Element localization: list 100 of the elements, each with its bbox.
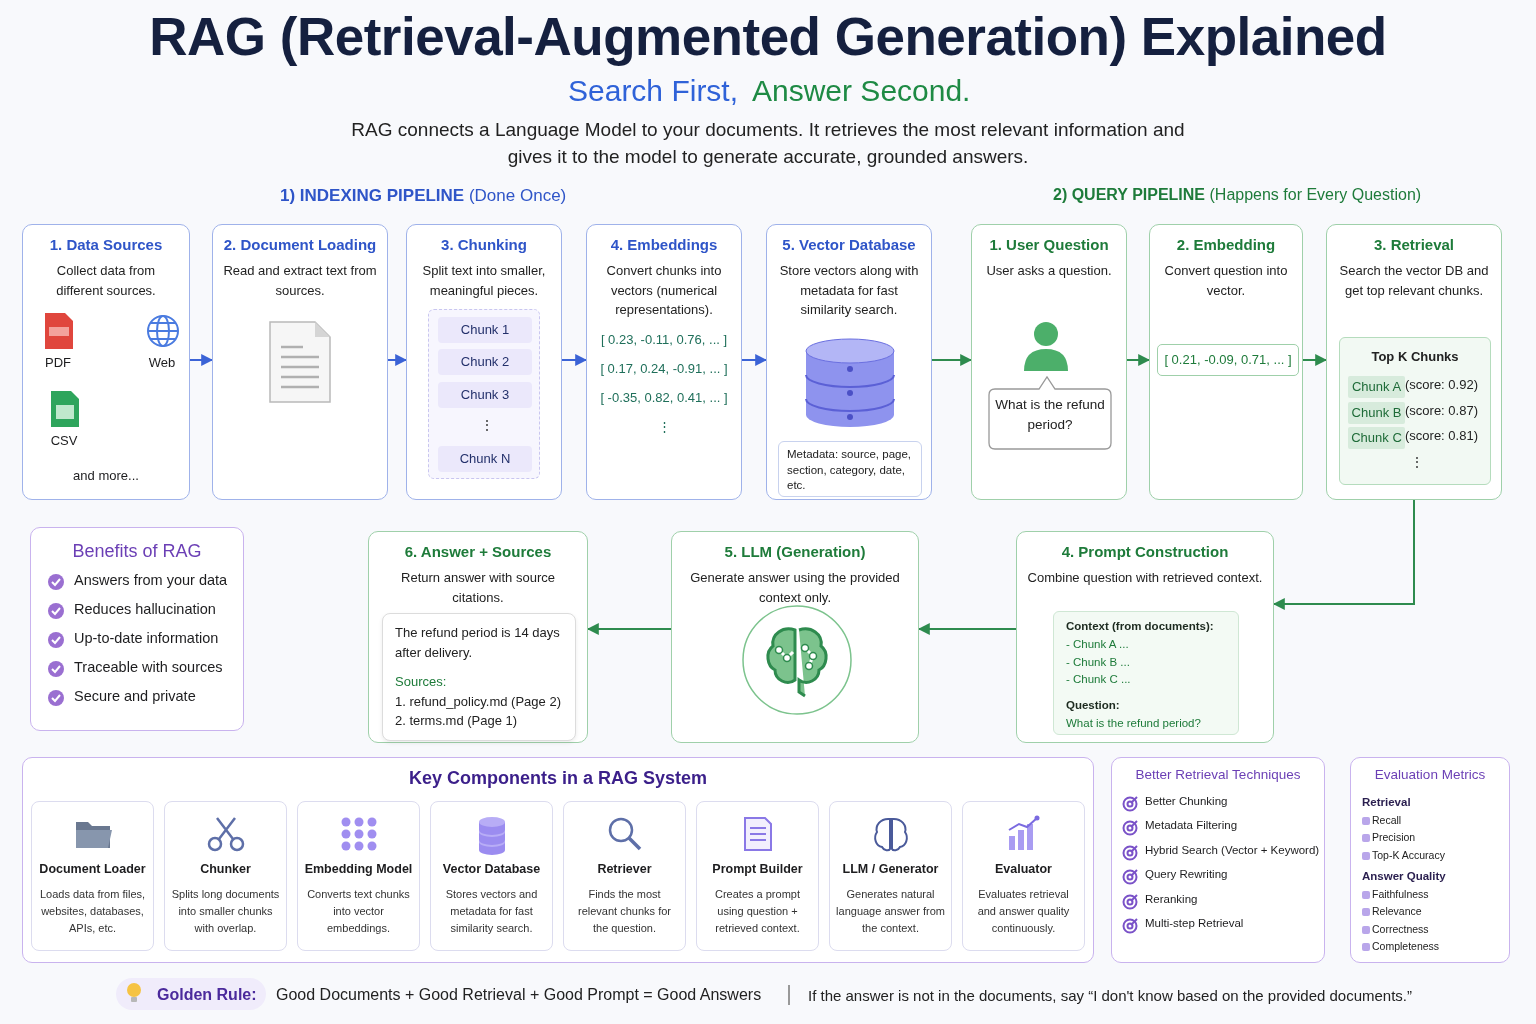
step-title: 6. Answer + Sources bbox=[403, 543, 553, 560]
step-card bbox=[586, 224, 742, 500]
format-label: CSV bbox=[49, 433, 79, 448]
component-card bbox=[297, 801, 420, 951]
database-cylinder bbox=[804, 337, 896, 429]
chunk-chip: Chunk B bbox=[1348, 402, 1405, 424]
techniques-card bbox=[1111, 757, 1325, 963]
section-heading: 2) QUERY PIPELINE (Happens for Every Question) bbox=[1053, 185, 1422, 205]
sources-heading: Sources: bbox=[395, 673, 448, 691]
list-item: Up-to-date information bbox=[74, 630, 219, 646]
chunk-chip: Chunk 2 bbox=[438, 349, 532, 375]
rule-text: Good Documents + Good Retrieval + Good Prompt = Good Answers bbox=[276, 985, 762, 1005]
card-description: Converts text chunks into vector embeddings. bbox=[306, 887, 411, 937]
card-description: Finds the most relevant chunks for the question. bbox=[577, 887, 672, 937]
step-title: 5. Vector Database bbox=[781, 236, 917, 253]
step-card bbox=[1149, 224, 1303, 500]
arrow bbox=[1272, 499, 1415, 610]
step-card bbox=[368, 531, 588, 743]
arrow bbox=[189, 354, 214, 366]
step-description: User asks a question. bbox=[985, 262, 1113, 280]
context-line: - Chunk B ... bbox=[1066, 654, 1131, 670]
step-description: Read and extract text from sources. bbox=[222, 262, 378, 300]
format-label: PDF bbox=[44, 355, 72, 370]
step-title: 3. Chunking bbox=[440, 236, 528, 253]
chunk-chip: Chunk N bbox=[438, 446, 532, 472]
rule-note: If the answer is not in the documents, say “I don't know based on the provided documents.” bbox=[808, 986, 1413, 1006]
box-title: Top K Chunks bbox=[1370, 349, 1460, 364]
arrow bbox=[586, 623, 672, 635]
intro-text: RAG connects a Language Model to your documents. It retrieves the most relevant information and gives it to the model to generate accurate, grounded answers. bbox=[350, 118, 1186, 169]
step-card bbox=[671, 531, 919, 743]
person-icon bbox=[1021, 321, 1071, 371]
card-title: Retriever bbox=[596, 862, 653, 876]
score-text: (score: 0.92) bbox=[1405, 376, 1478, 394]
chunk-chip: Chunk 3 bbox=[438, 382, 532, 408]
vector-box: [ 0.21, -0.09, 0.71, ... ] bbox=[1157, 344, 1299, 376]
more-text: and more... bbox=[72, 468, 140, 483]
arrow bbox=[741, 354, 768, 366]
title: RAG (Retrieval-Augmented Generation) Explained bbox=[148, 6, 1388, 67]
step-title: 5. LLM (Generation) bbox=[723, 543, 867, 560]
list-item: Answers from your data bbox=[74, 572, 228, 588]
arrow bbox=[387, 354, 408, 366]
step-title: 1. User Question bbox=[988, 236, 1110, 253]
step-title: 1. Data Sources bbox=[48, 236, 164, 253]
step-description: Search the vector DB and get top relevant chunks. bbox=[1338, 262, 1490, 300]
card-title: Evaluator bbox=[994, 862, 1053, 876]
card-description: Creates a prompt using question + retrieved context. bbox=[714, 887, 801, 937]
list-item: Relevance bbox=[1372, 905, 1422, 918]
component-card bbox=[563, 801, 686, 951]
answer-box bbox=[382, 613, 576, 741]
source-item: 1. refund_policy.md (Page 2) bbox=[395, 692, 562, 711]
list-item: Completeness bbox=[1372, 939, 1440, 952]
list-item: Reranking bbox=[1145, 892, 1198, 905]
card-title: Evaluation Metrics bbox=[1373, 767, 1487, 782]
vector-values: [ -0.35, 0.82, 0.41, ... ] bbox=[599, 389, 729, 405]
step-description: Return answer with source citations. bbox=[400, 569, 556, 607]
card-title: Embedding Model bbox=[303, 862, 414, 876]
benefits-card bbox=[30, 527, 244, 731]
context-line: - Chunk A ... bbox=[1066, 636, 1130, 652]
vertical-ellipsis: ⋮ bbox=[480, 416, 494, 435]
step-description: Store vectors along with metadata for fast similarity search. bbox=[778, 262, 920, 319]
step-title: 2. Embedding bbox=[1175, 236, 1277, 253]
component-card bbox=[696, 801, 819, 951]
card-description: Evaluates retrieval and answer quality continuously. bbox=[976, 887, 1071, 937]
chunk-chip: Chunk 1 bbox=[438, 317, 532, 343]
list-item: Metadata Filtering bbox=[1145, 819, 1238, 832]
list-item: Faithfulness bbox=[1372, 887, 1429, 900]
step-description: Split text into smaller, meaningful pieces. bbox=[421, 262, 547, 300]
component-card bbox=[962, 801, 1085, 951]
context-line: - Chunk C ... bbox=[1066, 672, 1132, 688]
step-description: Combine question with retrieved context. bbox=[1026, 569, 1264, 587]
arrow bbox=[1126, 354, 1151, 366]
question-heading: Question: bbox=[1066, 698, 1121, 714]
subtitle: Answer Second. bbox=[752, 73, 971, 109]
list-item: Secure and private bbox=[74, 688, 196, 704]
metadata-box: Metadata: source, page, section, category, date, etc. bbox=[778, 441, 922, 497]
card-description: Splits long documents into smaller chunks with overlap. bbox=[171, 887, 280, 937]
step-title: 3. Retrieval bbox=[1372, 236, 1455, 253]
step-description: Generate answer using the provided context only. bbox=[689, 569, 901, 607]
arrow bbox=[561, 354, 588, 366]
prompt-box bbox=[1053, 611, 1239, 735]
step-description: Convert chunks into vectors (numerical representations). bbox=[605, 262, 723, 319]
step-description: Convert question into vector. bbox=[1163, 262, 1289, 300]
subtitle: Search First, bbox=[568, 73, 739, 109]
component-card bbox=[164, 801, 287, 951]
vector-values: [ 0.17, 0.24, -0.91, ... ] bbox=[599, 360, 729, 376]
step-title: 4. Embeddings bbox=[609, 236, 719, 253]
answer-text: The refund period is 14 days after delivery. bbox=[395, 624, 561, 662]
step-description: Collect data from different sources. bbox=[55, 262, 157, 300]
list-item: Correctness bbox=[1372, 922, 1429, 935]
arrow bbox=[1302, 354, 1328, 366]
card-description: Stores vectors and metadata for fast similarity search. bbox=[444, 887, 539, 937]
step-card bbox=[971, 224, 1127, 500]
list-item: Recall bbox=[1372, 814, 1402, 826]
component-card bbox=[31, 801, 154, 951]
components-panel bbox=[22, 757, 1094, 963]
section-heading: Answer Quality bbox=[1362, 869, 1446, 882]
step-card bbox=[212, 224, 388, 500]
list-item: Better Chunking bbox=[1145, 795, 1228, 807]
section-heading: 1) INDEXING PIPELINE (Done Once) bbox=[280, 185, 567, 207]
rule-label: Golden Rule: bbox=[157, 985, 257, 1005]
